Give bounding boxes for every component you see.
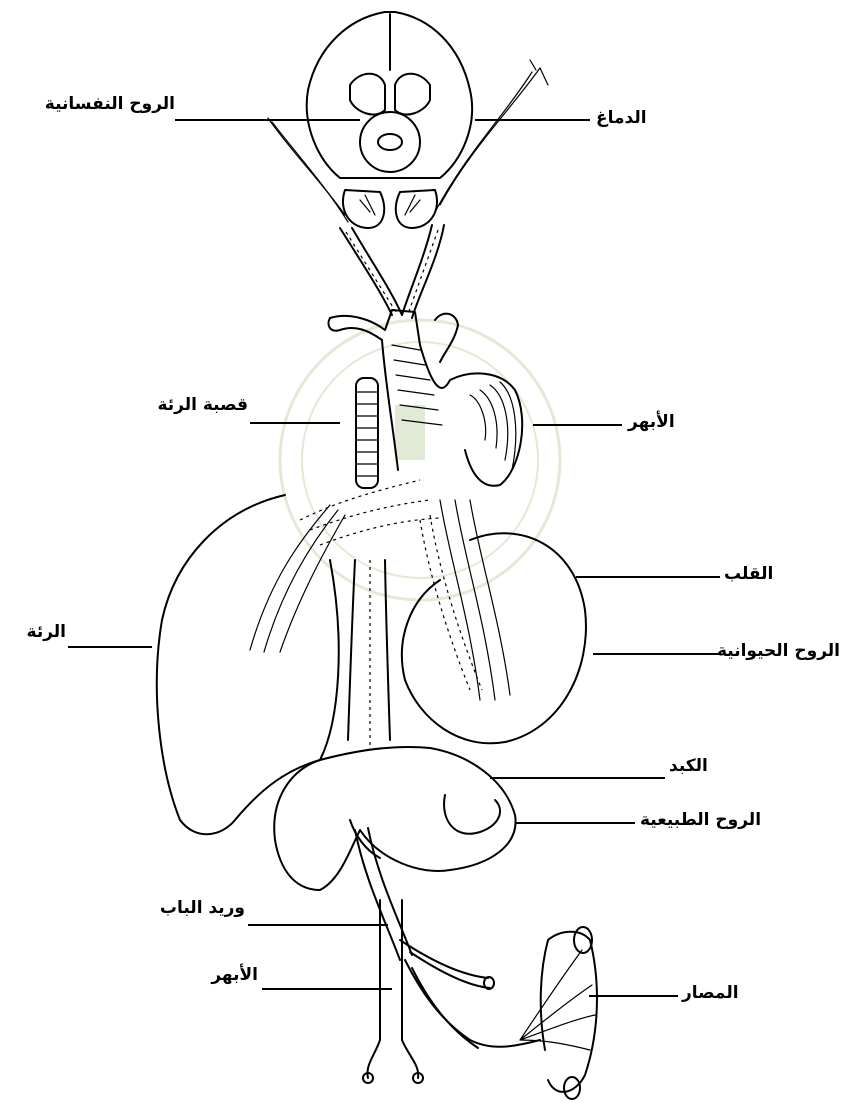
- portal-vein-drawing: [355, 828, 540, 1048]
- label-natural-spirit: الروح الطبيعية: [640, 812, 790, 829]
- lung-drawing: [157, 480, 440, 834]
- label-heart: القلب: [724, 566, 824, 583]
- label-lung: الرئة: [4, 624, 66, 641]
- liver-drawing: [274, 747, 515, 890]
- label-artery-top: الأبهر: [628, 414, 728, 431]
- label-portal-vein: وريد الباب: [110, 900, 245, 917]
- vena-cava-drawing: [348, 560, 390, 745]
- label-liver: الكبد: [669, 758, 769, 775]
- label-psychic-spirit: الروح النفسانية: [10, 96, 175, 113]
- label-brain: الدماغ: [596, 110, 696, 127]
- windpipe-drawing: [356, 378, 378, 488]
- intestines-drawing: [520, 927, 597, 1099]
- lower-aorta-drawing: [363, 900, 423, 1083]
- carotid-drawing: [340, 225, 444, 318]
- heart-drawing: [402, 500, 586, 743]
- label-artery-bottom: الأبهر: [150, 967, 258, 984]
- label-windpipe: قصبة الرئة: [110, 397, 248, 414]
- label-animal-spirit: الروح الحيوانية: [724, 643, 840, 660]
- label-intestines: المصار: [682, 985, 782, 1002]
- leader-lines: [68, 120, 720, 996]
